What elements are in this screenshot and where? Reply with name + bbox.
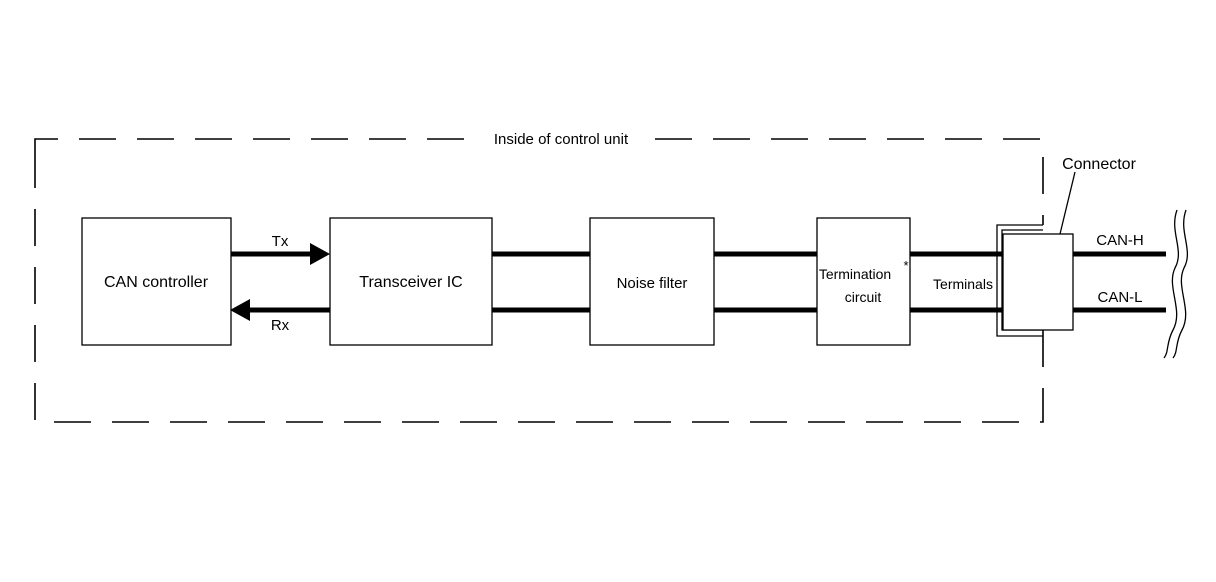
terminals-label: Terminals — [933, 276, 993, 292]
can-controller-label: CAN controller — [104, 274, 209, 291]
can-l-label: CAN-L — [1097, 289, 1142, 306]
connector-label: Connector — [1062, 156, 1136, 173]
connector-leader-line — [1059, 171, 1076, 235]
rx-label: Rx — [271, 317, 290, 334]
tx-arrow — [230, 243, 330, 265]
can-controller-block: CAN controller — [81, 217, 232, 346]
connector — [996, 171, 1076, 337]
noise-filter-label: Noise filter — [617, 275, 688, 292]
control-unit-boundary — [34, 138, 1044, 423]
region-label: Inside of control unit — [494, 131, 629, 148]
termination-asterisk: * — [903, 258, 908, 273]
transceiver-ic-block: Transceiver IC — [329, 217, 493, 346]
tx-label: Tx — [272, 233, 289, 250]
bus-lines — [492, 251, 1166, 313]
noise-filter-block: Noise filter — [589, 217, 715, 346]
transceiver-ic-label: Transceiver IC — [359, 274, 462, 291]
can-h-label: CAN-H — [1096, 232, 1144, 249]
termination-circuit-block: Termination circuit * — [816, 217, 911, 346]
termination-label-line1: Termination — [819, 266, 891, 282]
termination-label-line2: circuit — [845, 289, 882, 305]
rx-arrow — [230, 299, 330, 321]
wire-break-symbol — [1163, 209, 1189, 359]
